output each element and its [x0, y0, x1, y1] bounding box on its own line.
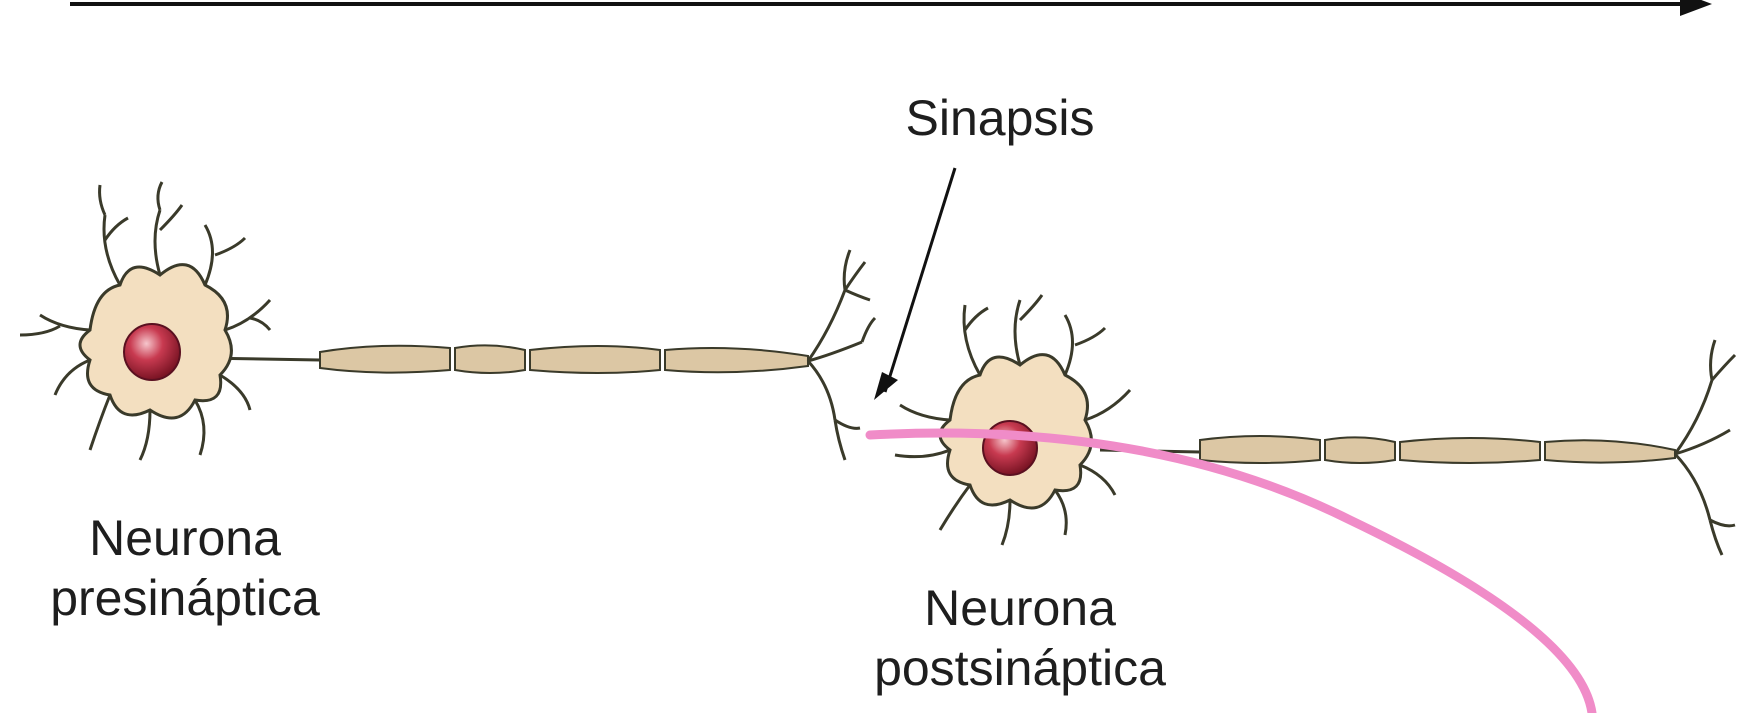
direction-arrow [70, 0, 1712, 16]
postsynaptic-neuron-label: Neurona postsináptica [830, 578, 1210, 698]
neuron-presynaptic [20, 182, 875, 460]
synapse-pointer-arrow [874, 168, 955, 400]
neuron-postsynaptic [895, 295, 1735, 555]
presynaptic-neuron-label: Neurona presináptica [20, 508, 350, 628]
synapse-label: Sinapsis [860, 88, 1140, 148]
